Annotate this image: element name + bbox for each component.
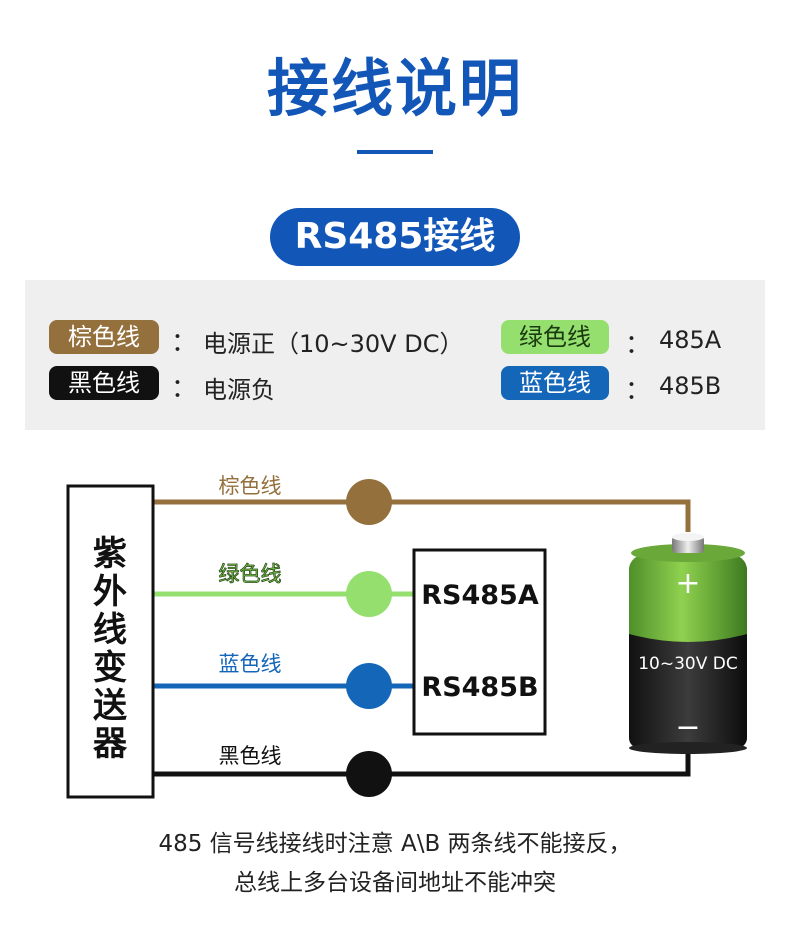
wire-label-brown: 棕色线 <box>219 474 282 498</box>
battery-voltage-label: 10~30V DC <box>638 654 738 674</box>
rs485b-label: RS485B <box>421 672 538 703</box>
battery <box>629 533 747 754</box>
wire-label-green: 绿色线 <box>219 562 282 586</box>
legend-tag-green: 绿色线 <box>501 320 609 354</box>
note-line-1: 485 信号线接线时注意 A\B 两条线不能接反， <box>158 831 632 857</box>
transmitter-char: 器 <box>93 724 128 764</box>
green-node <box>346 571 392 617</box>
legend-colon: ： <box>171 374 198 404</box>
legend-desc-green: 485A <box>659 326 722 354</box>
transmitter-box <box>66 484 155 799</box>
legend-desc-black: 电源负 <box>203 376 275 404</box>
legend-desc-blue: 485B <box>659 372 722 400</box>
black-node <box>346 751 392 797</box>
blue-node <box>346 663 392 709</box>
battery-minus-icon: − <box>675 710 700 745</box>
legend-tag-blue: 蓝色线 <box>501 366 609 400</box>
page-title: 接线说明 <box>266 52 523 125</box>
brown-node <box>346 479 392 525</box>
rs485a-label: RS485A <box>421 580 539 611</box>
wire-label-blue: 蓝色线 <box>219 652 282 676</box>
black-wire <box>153 745 691 777</box>
legend-tag-brown: 棕色线 <box>49 320 159 354</box>
section-label-pill: RS485接线 <box>270 208 520 266</box>
rs485-box <box>412 548 547 736</box>
transmitter-char: 变 <box>93 648 127 688</box>
note-line-2: 总线上多台设备间地址不能冲突 <box>234 870 556 896</box>
legend-colon: ： <box>171 328 198 358</box>
wire-label-black: 黑色线 <box>219 744 282 768</box>
legend-colon: ： <box>625 330 652 360</box>
legend-tag-black: 黑色线 <box>49 366 159 400</box>
transmitter-char: 送 <box>93 686 127 726</box>
transmitter-char: 紫 <box>93 534 127 574</box>
title-underline <box>357 150 433 154</box>
legend-colon: ： <box>625 376 652 406</box>
wire-legend: 棕色线 ： 电源正（10~30V DC） 黑色线 ： 电源负 绿色线 ： 485… <box>25 280 765 430</box>
legend-desc-brown: 电源正（10~30V DC） <box>203 330 464 358</box>
brown-wire <box>153 499 691 532</box>
battery-plus-icon: + <box>675 566 700 601</box>
transmitter-char: 外 <box>93 572 127 612</box>
transmitter-char: 线 <box>93 610 127 650</box>
